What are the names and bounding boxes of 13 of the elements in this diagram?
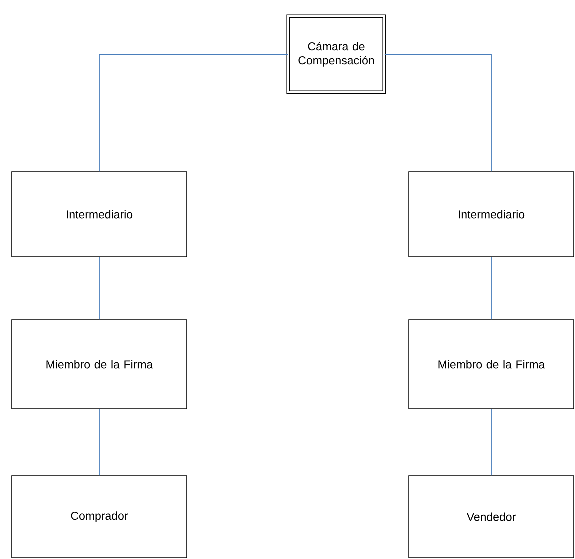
process-box: Comprador	[12, 476, 188, 558]
connector-line	[99, 408, 100, 476]
connector-line	[491, 256, 492, 320]
process-box: Miembro de la Firma	[408, 320, 574, 410]
process-box: Vendedor	[408, 476, 574, 558]
process-box: Intermediario	[12, 172, 188, 258]
connector-line	[99, 54, 289, 172]
connector-line	[491, 408, 492, 476]
process-box: Cámara de Compensación	[286, 14, 386, 94]
connector-line	[384, 54, 492, 172]
connector-line	[99, 256, 100, 320]
process-box: Intermediario	[408, 172, 574, 258]
process-box: Miembro de la Firma	[12, 320, 188, 410]
